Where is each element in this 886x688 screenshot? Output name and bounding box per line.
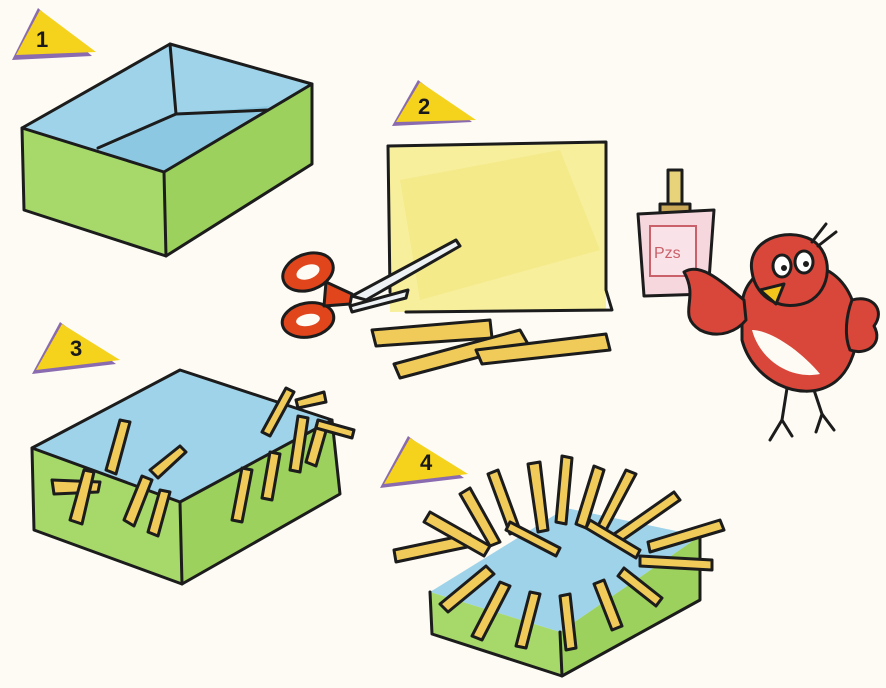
- step-number: 1: [36, 27, 48, 52]
- step-3: 3: [30, 322, 356, 586]
- step-1-badge: 1: [12, 8, 96, 60]
- yellow-paper-sheet: [386, 140, 614, 314]
- step-4: 4: [380, 436, 726, 678]
- scissors-icon: [280, 238, 462, 339]
- step-2-badge: 2: [392, 80, 476, 126]
- jar-label: Pzs: [654, 245, 681, 262]
- step-3-badge: 3: [32, 322, 120, 374]
- step-number: 4: [420, 450, 433, 475]
- step-2: 2: [280, 80, 880, 442]
- paper-strips: [370, 318, 612, 380]
- box-with-strips: [30, 368, 356, 586]
- glued-strips: [50, 386, 356, 538]
- step-1: 1: [12, 8, 314, 258]
- step-number: 3: [70, 336, 82, 361]
- step-number: 2: [418, 94, 430, 119]
- bird-icon: [682, 222, 880, 442]
- straw-strips: [392, 454, 726, 652]
- step-4-badge: 4: [380, 436, 468, 488]
- open-box-icon: [20, 42, 314, 258]
- finished-nest: [392, 454, 726, 678]
